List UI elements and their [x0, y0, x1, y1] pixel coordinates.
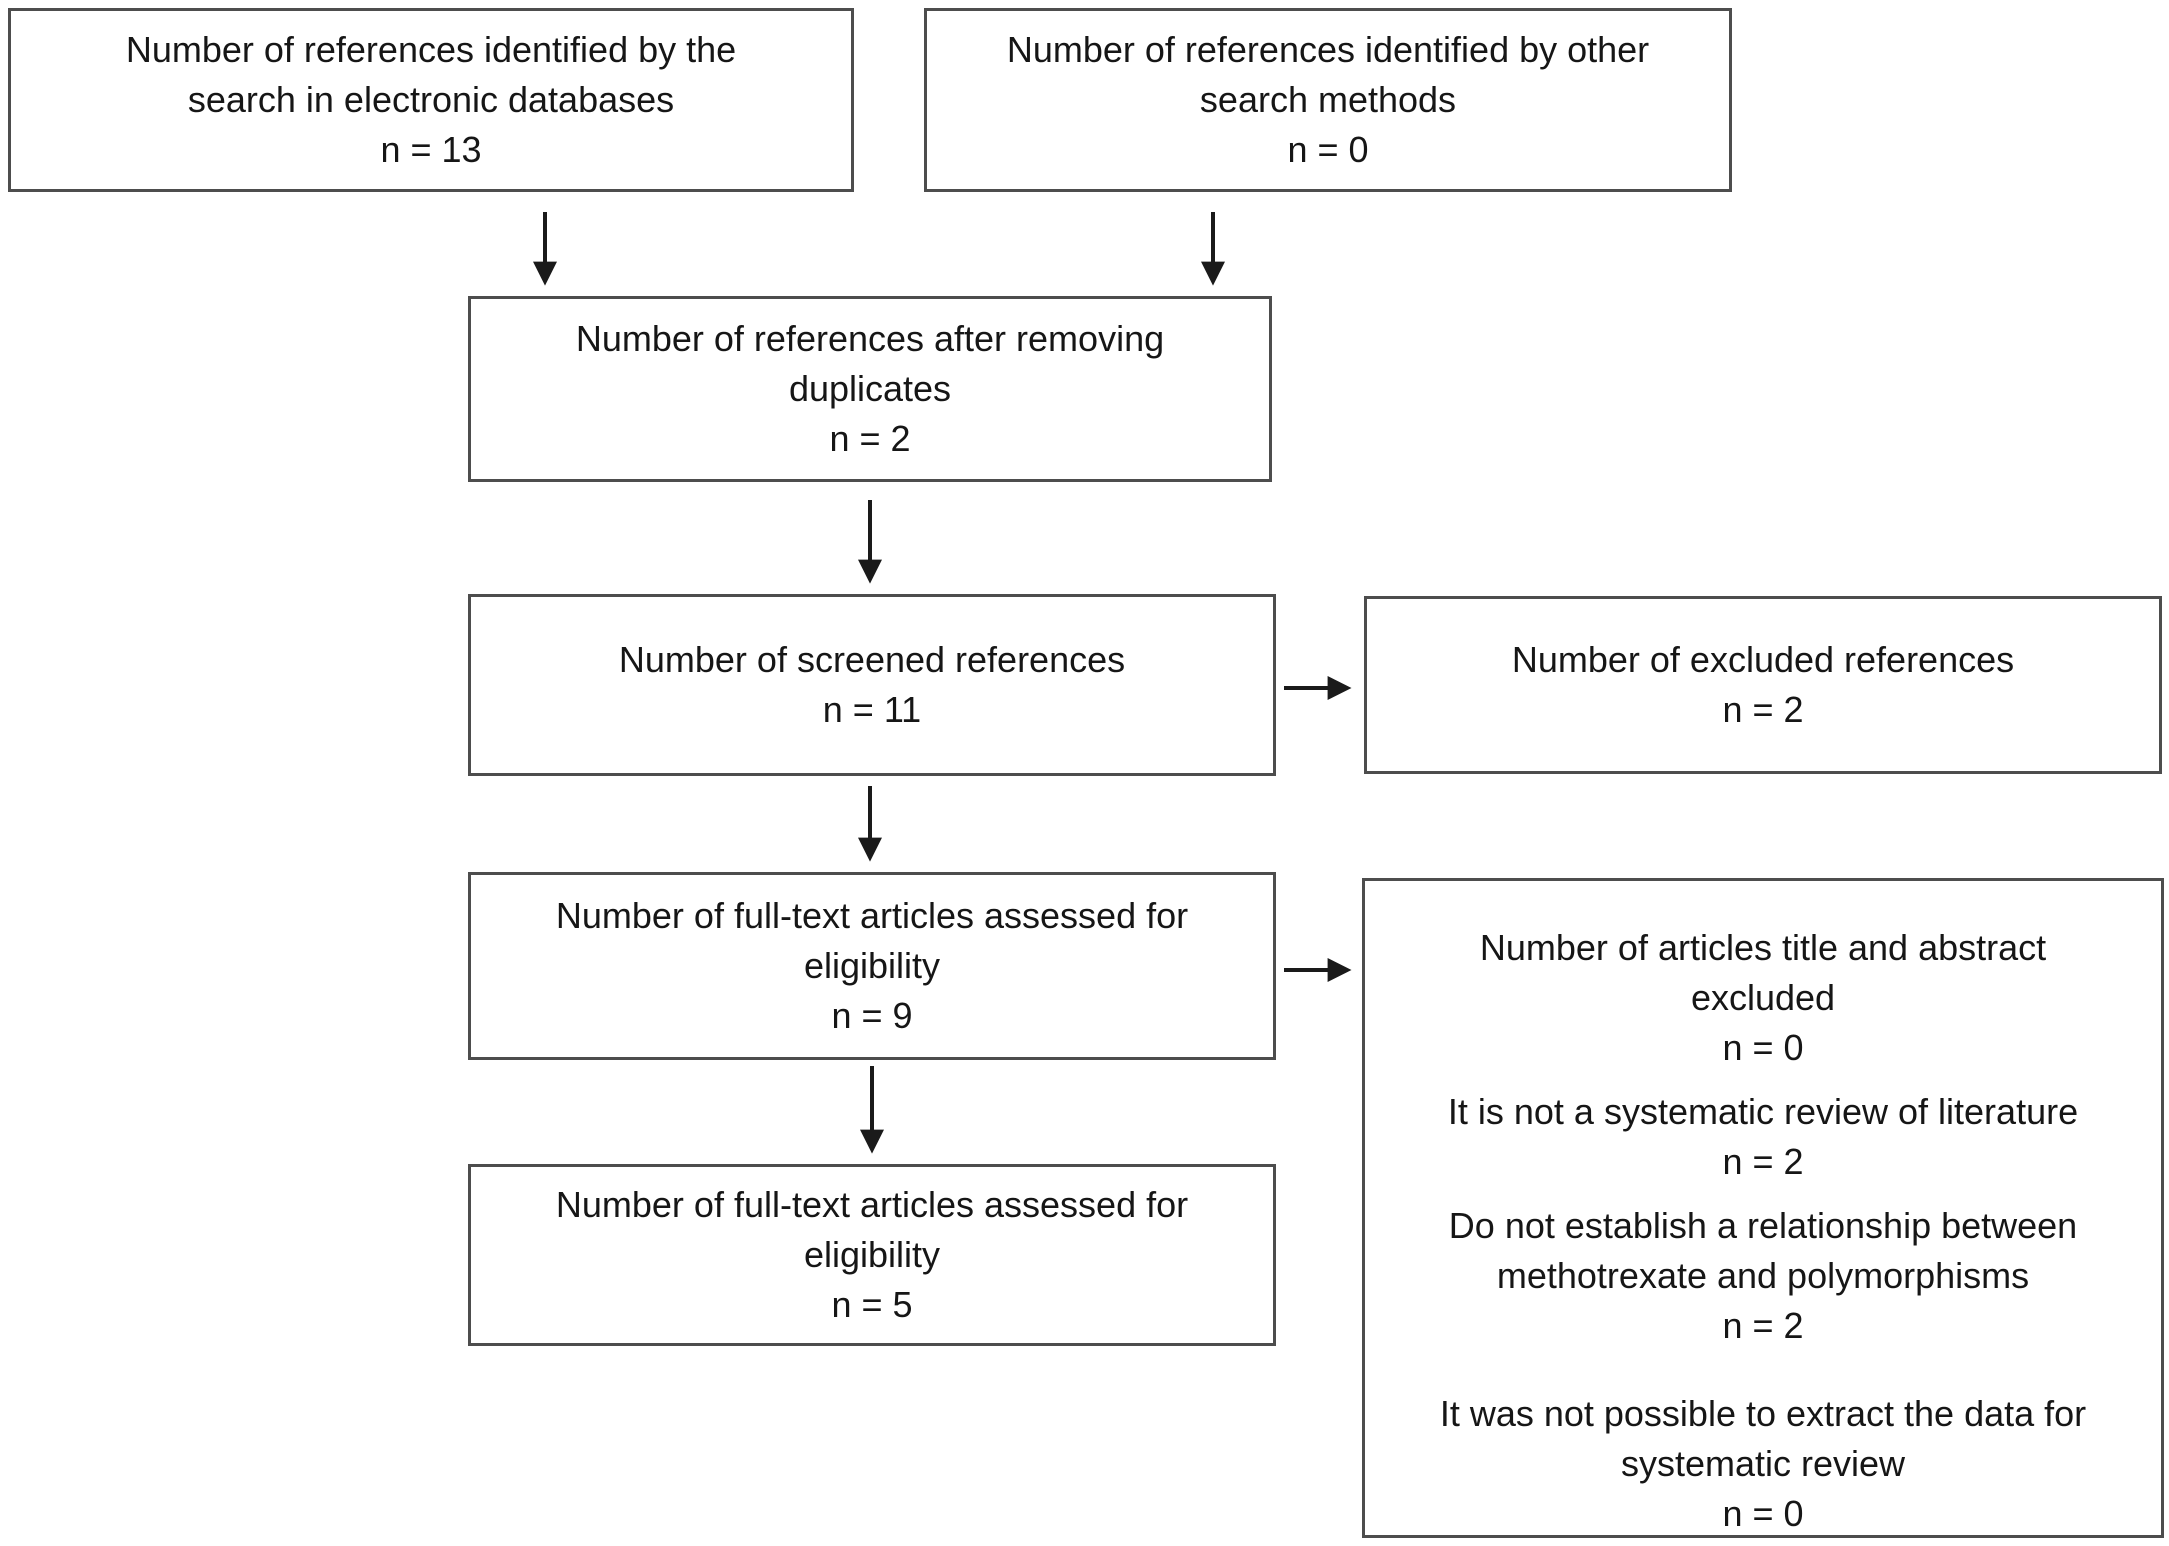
box-count-line: n = 2 [1722, 1305, 1804, 1346]
box-text-line: Number of references identified by the [125, 29, 737, 70]
box-fulltext-assessed-9: Number of full-text articles assessed fo… [468, 872, 1276, 1060]
box-text-line: methotrexate and polymorphisms [1496, 1255, 2030, 1296]
box-text-line: Number of references identified by other [1006, 29, 1650, 70]
box-text-line: excluded [1690, 977, 1836, 1018]
box-count-line: n = 0 [1722, 1493, 1804, 1534]
box-exclusion-reasons: Number of articles title and abstract ex… [1362, 878, 2164, 1538]
exclusion-group-no-data-extraction: It was not possible to extract the data … [1440, 1389, 2086, 1539]
box-text-line: duplicates [788, 368, 952, 409]
box-text-line: search in electronic databases [187, 79, 675, 120]
exclusion-group-no-relationship: Do not establish a relationship between … [1449, 1201, 2077, 1351]
box-text-line: eligibility [803, 1234, 941, 1275]
box-count-line: n = 5 [831, 1284, 913, 1325]
box-fulltext-assessed-5: Number of full-text articles assessed fo… [468, 1164, 1276, 1346]
box-text-line: Number of full-text articles assessed fo… [555, 1184, 1189, 1225]
box-count-line: n = 9 [831, 995, 913, 1036]
box-excluded-references: Number of excluded references n = 2 [1364, 596, 2162, 774]
box-count-line: n = 11 [822, 689, 922, 730]
box-identified-databases: Number of references identified by the s… [8, 8, 854, 192]
box-text-line: Number of references after removing [575, 318, 1165, 359]
box-text-line: It is not a systematic review of literat… [1447, 1091, 2079, 1132]
box-count-line: n = 2 [829, 418, 911, 459]
box-text-line: Number of excluded references [1511, 639, 2015, 680]
box-count-line: n = 2 [1722, 689, 1804, 730]
box-count-line: n = 0 [1287, 129, 1369, 170]
box-text-line: Number of articles title and abstract [1479, 927, 2047, 968]
box-text-line: eligibility [803, 945, 941, 986]
box-screened-references: Number of screened references n = 11 [468, 594, 1276, 776]
box-text-line: search methods [1199, 79, 1457, 120]
exclusion-group-title-abstract: Number of articles title and abstract ex… [1480, 923, 2046, 1073]
box-after-removing-duplicates: Number of references after removing dupl… [468, 296, 1272, 482]
box-identified-other-methods: Number of references identified by other… [924, 8, 1732, 192]
box-text-line: It was not possible to extract the data … [1439, 1393, 2087, 1434]
box-text-line: Number of full-text articles assessed fo… [555, 895, 1189, 936]
box-count-line: n = 0 [1722, 1027, 1804, 1068]
box-count-line: n = 2 [1722, 1141, 1804, 1182]
box-text-line: Do not establish a relationship between [1448, 1205, 2078, 1246]
box-count-line: n = 13 [380, 129, 482, 170]
box-text-line: Number of screened references [618, 639, 1126, 680]
box-text-line: systematic review [1620, 1443, 1906, 1484]
exclusion-group-not-systematic-review: It is not a systematic review of literat… [1448, 1087, 2078, 1187]
